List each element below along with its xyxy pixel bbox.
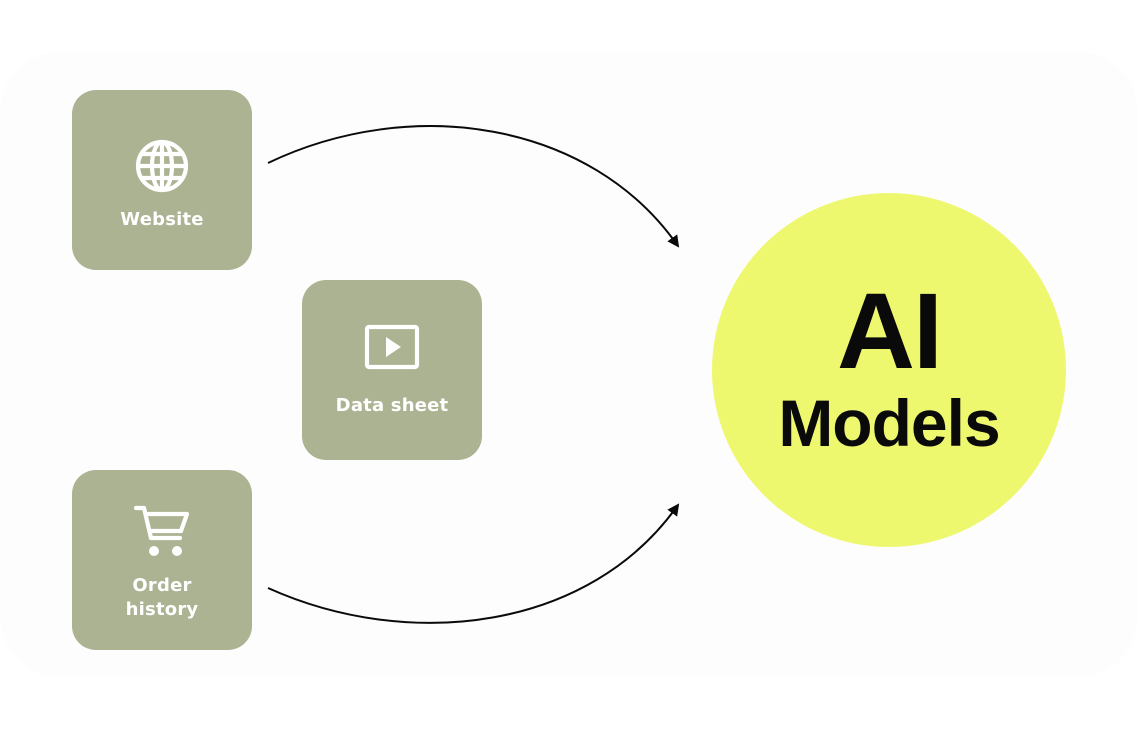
label-line: history xyxy=(125,599,199,620)
label-line: Data sheet xyxy=(335,395,449,416)
source-tile-datasheet: Data sheet xyxy=(302,280,482,460)
play-video-icon xyxy=(364,324,420,370)
source-label-order-history: Order history xyxy=(72,574,252,622)
source-tile-website: Website xyxy=(72,90,252,270)
ai-models-title-line1: AI xyxy=(837,270,943,391)
globe-icon xyxy=(135,139,189,193)
label-line: Website xyxy=(120,209,204,230)
source-tile-order-history: Order history xyxy=(72,470,252,650)
ai-models-node: AI Models xyxy=(712,193,1066,547)
ai-models-title-line2: Models xyxy=(778,386,1000,460)
shopping-cart-icon xyxy=(133,505,190,556)
source-label-website: Website xyxy=(72,208,252,232)
source-label-datasheet: Data sheet xyxy=(302,394,482,418)
label-line: Order xyxy=(132,575,192,596)
